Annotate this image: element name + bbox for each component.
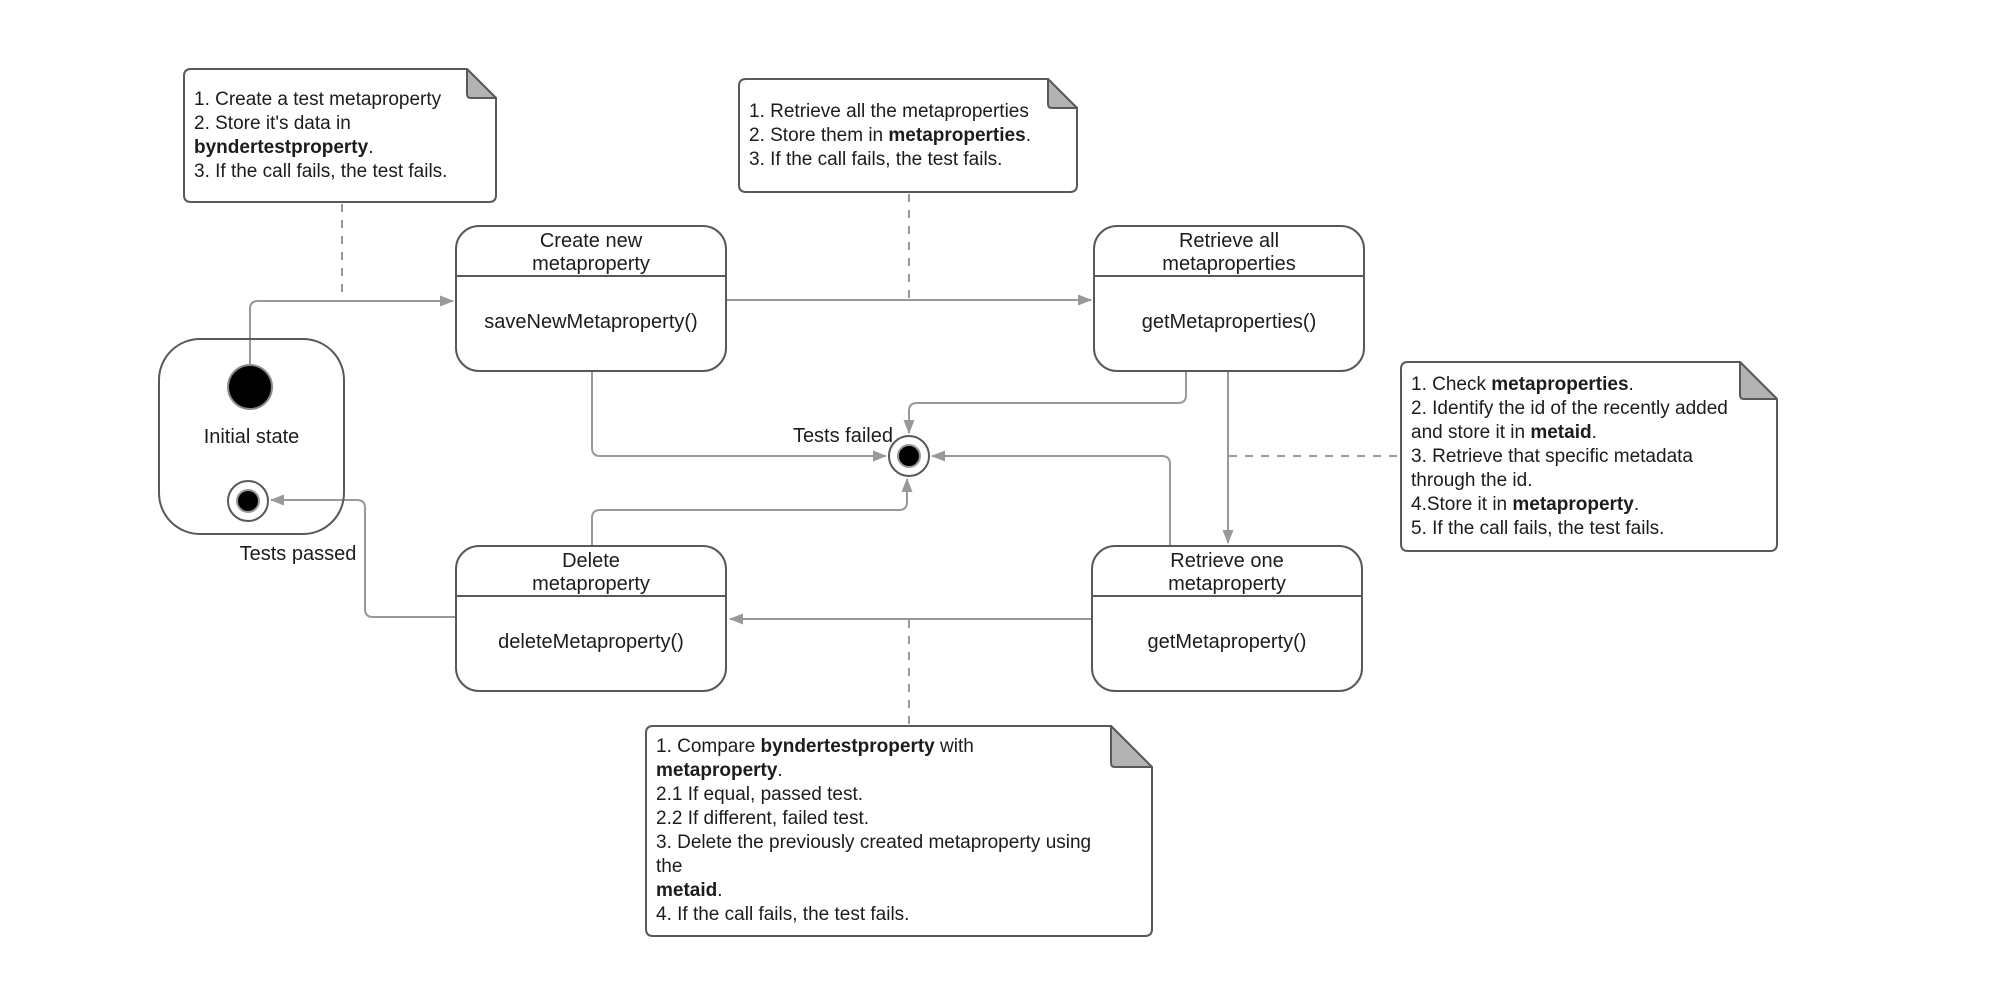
state-method: getMetaproperties(): [1141, 311, 1317, 333]
note-fold-icon: [1047, 78, 1078, 109]
tests-passed-label: Tests passed: [239, 543, 357, 565]
transition-delete-to-tests-passed[interactable]: [270, 494, 455, 618]
note-fold-icon: [1110, 725, 1153, 768]
note-check-metaproperties[interactable]: 1. Check metaproperties.2. Identify the …: [1400, 361, 1778, 552]
state-title-line: Create new: [539, 229, 643, 252]
transition-retrieve-one-to-tests-failed[interactable]: [931, 450, 1171, 545]
state-title: Create new metaproperty: [457, 227, 725, 277]
state-title-line: metaproperty: [1168, 572, 1286, 595]
state-title-line: metaproperties: [1162, 252, 1296, 275]
initial-state-icon[interactable]: [227, 364, 273, 410]
state-title: Retrieve one metaproperty: [1093, 547, 1361, 597]
state-title-line: Retrieve one: [1170, 549, 1284, 572]
state-create-new-metaproperty[interactable]: Create new metaproperty saveNewMetaprope…: [455, 225, 727, 372]
state-title-line: Delete: [562, 549, 620, 572]
transition-create-to-tests-failed[interactable]: [591, 372, 887, 462]
state-retrieve-one-metaproperty[interactable]: Retrieve one metaproperty getMetapropert…: [1091, 545, 1363, 692]
state-delete-metaproperty[interactable]: Delete metaproperty deleteMetaproperty(): [455, 545, 727, 692]
note-fold-icon: [466, 68, 497, 99]
transition-delete-to-tests-failed[interactable]: [591, 478, 913, 545]
state-retrieve-all-metaproperties[interactable]: Retrieve all metaproperties getMetaprope…: [1093, 225, 1365, 372]
note-shape: [738, 78, 1078, 193]
transition-initial-to-create[interactable]: [249, 295, 454, 386]
state-title-line: Retrieve all: [1178, 229, 1280, 252]
note-shape: [645, 725, 1153, 937]
state-title-line: metaproperty: [532, 252, 650, 275]
final-state-core-icon: [236, 489, 260, 513]
state-method: saveNewMetaproperty(): [484, 311, 698, 333]
state-title-line: metaproperty: [532, 572, 650, 595]
note-shape: [1400, 361, 1778, 552]
tests-failed-label: Tests failed: [792, 425, 893, 447]
state-method: deleteMetaproperty(): [498, 631, 684, 653]
state-method: getMetaproperty(): [1147, 631, 1307, 653]
note-text: 1. Check metaproperties.2. Identify the …: [1411, 373, 1728, 539]
note-shape: [183, 68, 497, 203]
state-title: Retrieve all metaproperties: [1095, 227, 1363, 277]
initial-state-container[interactable]: [158, 338, 345, 535]
tests-failed-final-state-icon[interactable]: [888, 435, 930, 477]
note-fold-icon: [1739, 361, 1778, 400]
initial-state-label: Initial state: [203, 426, 300, 448]
transition-retrieve-all-to-tests-failed[interactable]: [903, 372, 1187, 434]
tests-passed-final-state-icon[interactable]: [227, 480, 269, 522]
final-state-core-icon: [897, 444, 921, 468]
state-title: Delete metaproperty: [457, 547, 725, 597]
